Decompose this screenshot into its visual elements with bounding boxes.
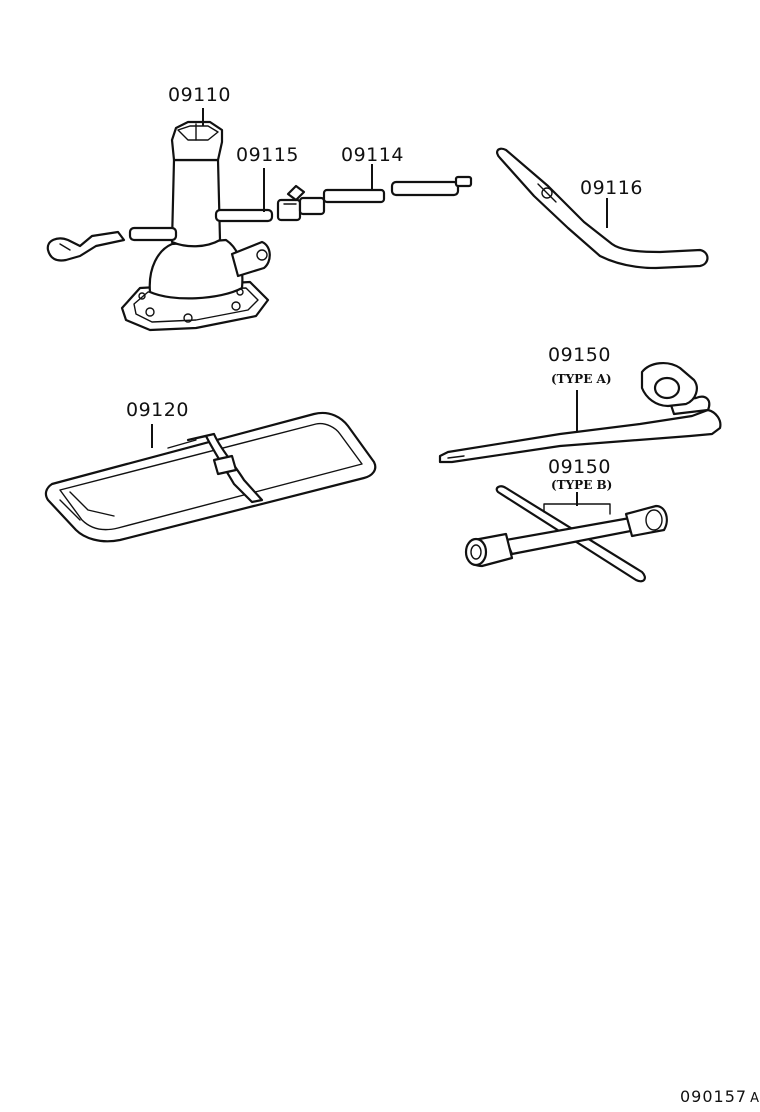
part-number-09120: 09120: [126, 399, 189, 421]
wheel-wrench-type-a-illustration: [438, 362, 722, 464]
jack-handle-lever-illustration: [496, 147, 709, 270]
reference-code-suffix: A: [750, 1091, 760, 1106]
part-number-09110: 09110: [168, 84, 231, 106]
part-number-09150-type-b: 09150: [548, 456, 611, 478]
variant-label-type-b: (TYPE B): [551, 478, 612, 492]
jack-illustration: [46, 120, 274, 332]
variant-label-type-a: (TYPE A): [551, 372, 612, 386]
wheel-wrench-type-b-illustration: [464, 485, 668, 583]
part-number-09150-type-a: 09150: [548, 344, 611, 366]
part-number-09115: 09115: [236, 144, 299, 166]
reference-code-number: 090157: [680, 1087, 747, 1106]
part-number-09114: 09114: [341, 144, 404, 166]
part-number-09116: 09116: [580, 177, 643, 199]
jack-handle-illustration: [276, 175, 473, 222]
tool-bag-illustration: [44, 411, 377, 543]
